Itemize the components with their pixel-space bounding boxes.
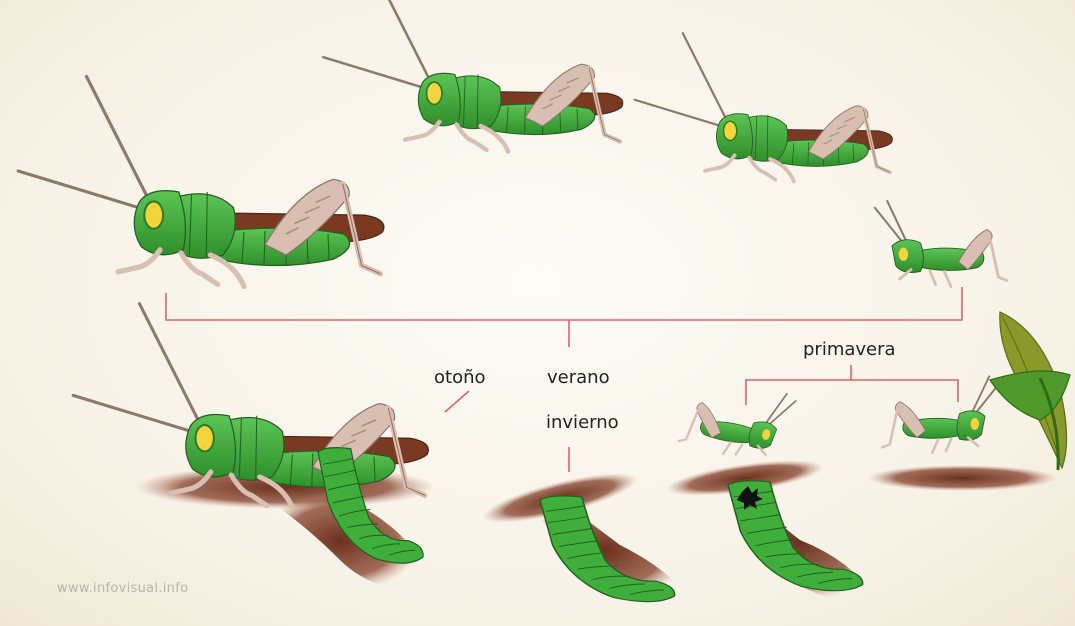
nymph-grasshopper-right [875, 201, 1008, 287]
nymph-hatching-left [677, 377, 797, 465]
nymph-on-leaf [881, 376, 1000, 453]
adult-grasshopper-top-center [323, 0, 622, 152]
season-label-autumn: otoño [434, 369, 486, 387]
adult-grasshopper-large-left [18, 77, 384, 287]
plant-leaf [990, 312, 1070, 470]
watermark: www.infovisual.info [57, 581, 188, 596]
season-label-summer: verano [547, 369, 610, 387]
adult-grasshopper-top-right [635, 33, 893, 181]
adult-grasshopper-laying-eggs [73, 304, 428, 508]
egg-pod-hatching [728, 481, 863, 591]
season-label-spring: primavera [803, 341, 896, 359]
season-label-winter: invierno [546, 414, 619, 432]
